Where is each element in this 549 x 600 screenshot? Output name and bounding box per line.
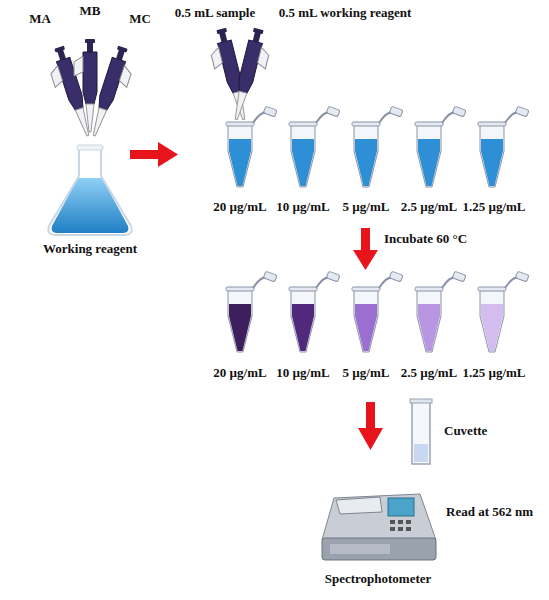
pipette-label: MB bbox=[80, 4, 101, 19]
pipette-label: MA bbox=[29, 12, 51, 27]
cuvette-label: Cuvette bbox=[444, 424, 487, 439]
concentration-label: 5 µg/mL bbox=[343, 366, 390, 381]
concentration-label: 1.25 µg/mL bbox=[462, 200, 525, 215]
red-arrow bbox=[130, 142, 178, 167]
concentration-label: 10 µg/mL bbox=[276, 366, 329, 381]
step-label: Read at 562 nm bbox=[446, 505, 533, 520]
red-arrow bbox=[358, 402, 383, 450]
cuvette bbox=[410, 399, 432, 464]
spectrophotometer bbox=[322, 494, 436, 560]
pipette-label: MC bbox=[129, 12, 151, 27]
concentration-label: 20 µg/mL bbox=[213, 366, 266, 381]
flask bbox=[48, 145, 131, 235]
pipettes-ma-mb-mc bbox=[44, 39, 138, 141]
concentration-label: 20 µg/mL bbox=[213, 200, 266, 215]
pipettes-sample-reagent bbox=[206, 27, 275, 123]
concentration-label: 2.5 µg/mL bbox=[401, 200, 458, 215]
red-arrow bbox=[353, 228, 378, 270]
concentration-label: 10 µg/mL bbox=[276, 200, 329, 215]
flask-label: Working reagent bbox=[43, 242, 137, 257]
concentration-label: 5 µg/mL bbox=[343, 200, 390, 215]
volume-label: 0.5 mL sample bbox=[175, 6, 256, 21]
step-label: Incubate 60 °C bbox=[384, 232, 467, 247]
concentration-label: 2.5 µg/mL bbox=[401, 366, 458, 381]
instrument-label: Spectrophotometer bbox=[325, 572, 432, 587]
concentration-label: 1.25 µg/mL bbox=[462, 366, 525, 381]
tubes-purple bbox=[226, 271, 529, 352]
tubes-blue bbox=[226, 106, 529, 187]
volume-label: 0.5 mL working reagent bbox=[279, 6, 412, 21]
